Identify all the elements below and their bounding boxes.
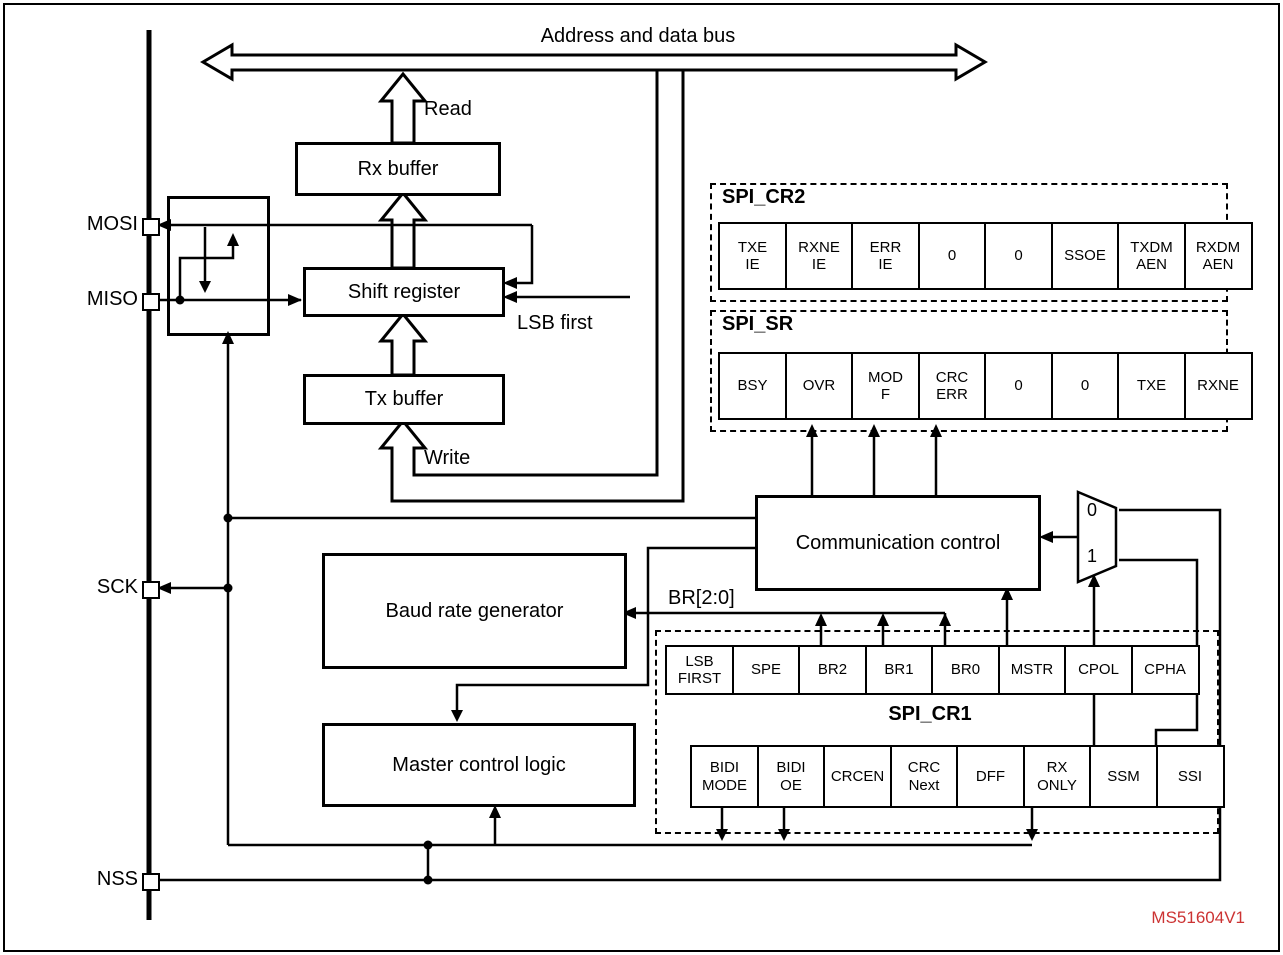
miso-junction-dot: [175, 295, 185, 305]
spi-cr1-register-group: [655, 630, 1219, 834]
cr2-bit-txdmaen: TXDM AEN: [1117, 222, 1186, 290]
cr1-bit-mstr: MSTR: [997, 645, 1067, 695]
cr1-bit-br2: BR2: [798, 645, 867, 695]
sck-pin-square: [142, 581, 160, 599]
miso-pin-square: [142, 293, 160, 311]
nss-wire: [156, 508, 1222, 882]
ssm-arrowhead: [1088, 574, 1100, 587]
pin-logic-clock-arrowhead: [222, 331, 234, 344]
address-data-bus-arrow: [200, 42, 988, 82]
spi-cr1-high-bit-row: LSB FIRST SPE BR2 BR1 BR0 MSTR CPOL CPHA: [665, 645, 1200, 695]
crossover-down-arrowhead: [199, 281, 211, 293]
cr2-bit-res2: 0: [984, 222, 1053, 290]
cr1-bit-lsbfirst: LSB FIRST: [665, 645, 734, 695]
nss-pin-square: [142, 873, 160, 891]
sr-bit-res2: 0: [1050, 352, 1120, 420]
cr2-bit-txeie: TXE IE: [718, 222, 787, 290]
spi-cr1-low-bit-row: BIDI MODE BIDI OE CRCEN CRC Next DFF RX …: [690, 745, 1225, 808]
cr2-bit-errie: ERR IE: [851, 222, 920, 290]
miso-arrowhead: [288, 294, 302, 306]
nss-mux-shape: [1076, 490, 1118, 584]
lsb-first-label: LSB first: [517, 312, 593, 334]
sck-arrowhead: [157, 582, 171, 594]
spi-sr-title: SPI_SR: [722, 313, 794, 335]
cr1-bit-br1: BR1: [864, 645, 934, 695]
spi-cr1-title: SPI_CR1: [888, 703, 972, 725]
write-label: Write: [424, 447, 471, 469]
loop-arrowhead: [503, 277, 517, 289]
mux-input-1-label: 1: [1086, 546, 1097, 566]
pin-crossover-box: [167, 196, 270, 336]
sr-bit-res1: 0: [984, 352, 1053, 420]
figure-id-watermark: MS51604V1: [1151, 908, 1245, 927]
br-bus-arrowhead: [622, 607, 636, 619]
sr-bit-ovr: OVR: [784, 352, 854, 420]
spi-cr2-bit-row: TXE IE RXNE IE ERR IE 0 0 SSOE TXDM AEN …: [718, 222, 1253, 290]
cr1-bit-crcen: CRCEN: [823, 745, 892, 808]
cr1-bit-br0: BR0: [931, 645, 1000, 695]
sr-bit-crcerr: CRC ERR: [917, 352, 987, 420]
cr1-bit-bidimode: BIDI MODE: [690, 745, 759, 808]
cr1-bit-dff: DFF: [956, 745, 1025, 808]
sck-junction-dot: [223, 583, 233, 593]
master-from-comm-arrowhead: [451, 710, 463, 722]
crossover-up-arrowhead: [227, 233, 239, 246]
cr2-bit-ssoe: SSOE: [1050, 222, 1120, 290]
br0-arrowhead: [939, 613, 951, 626]
mosi-pin-square: [142, 218, 160, 236]
pin-crossover-up-wire: [178, 240, 235, 300]
cr1-bit-cpol: CPOL: [1064, 645, 1133, 695]
ssi-wire: [1119, 558, 1199, 745]
sr-bit-bsy: BSY: [718, 352, 787, 420]
cr2-bit-rxneie: RXNE IE: [784, 222, 854, 290]
pin-label-mosi: MOSI: [86, 213, 138, 235]
mux-output-arrowhead: [1039, 531, 1053, 543]
shift-register-loop-wire: [507, 225, 534, 285]
cr2-bit-rxdmaen: RXDM AEN: [1183, 222, 1253, 290]
pin-label-nss: NSS: [96, 868, 138, 890]
sr-bit-rxne: RXNE: [1183, 352, 1253, 420]
master-input-arrowhead: [489, 805, 501, 818]
lsb-first-arrowhead: [503, 291, 517, 303]
communication-control-block: Communication control: [755, 495, 1041, 591]
shift-to-rx-arrow: [377, 190, 429, 270]
nss-junction-dot: [423, 875, 433, 885]
spi-sr-bit-row: BSY OVR MOD F CRC ERR 0 0 TXE RXNE: [718, 352, 1253, 420]
rx-buffer-block: Rx buffer: [295, 142, 501, 196]
br2-arrowhead: [815, 613, 827, 626]
mstr-arrowhead: [1001, 587, 1013, 600]
baud-rate-generator-block: Baud rate generator: [322, 553, 627, 669]
sr-bit-txe: TXE: [1117, 352, 1186, 420]
pin-label-miso: MISO: [86, 288, 138, 310]
diagram-frame: [3, 3, 1280, 952]
nss-branch-junction-dot: [423, 840, 433, 850]
sr-bit-modf: MOD F: [851, 352, 920, 420]
cr1-bit-ssm: SSM: [1089, 745, 1158, 808]
tx-buffer-block: Tx buffer: [303, 374, 505, 425]
cr1-bit-spe: SPE: [731, 645, 801, 695]
cr2-bit-res1: 0: [917, 222, 987, 290]
cr1-bit-cpha: CPHA: [1130, 645, 1200, 695]
br1-arrowhead: [877, 613, 889, 626]
bus-label: Address and data bus: [540, 25, 736, 47]
pin-label-sck: SCK: [96, 576, 138, 598]
cr1-bit-rxonly: RX ONLY: [1022, 745, 1092, 808]
bus-to-tx-write-pipe-arrow: [377, 68, 685, 503]
tx-to-shift-arrow: [377, 311, 429, 377]
cr1-bit-bidioe: BIDI OE: [756, 745, 826, 808]
read-arrow: [377, 71, 429, 145]
master-control-logic-block: Master control logic: [322, 723, 636, 807]
cr1-bit-ssi: SSI: [1155, 745, 1225, 808]
comm-to-master-wire: [455, 546, 755, 717]
read-label: Read: [424, 98, 472, 120]
shift-register-block: Shift register: [303, 267, 505, 317]
comm-sck-junction-dot: [223, 513, 233, 523]
mux-input-0-label: 0: [1086, 500, 1097, 520]
cr1-bit-crcnext: CRC Next: [889, 745, 959, 808]
br-bits-label: BR[2:0]: [668, 587, 735, 609]
spi-cr2-title: SPI_CR2: [722, 186, 806, 208]
